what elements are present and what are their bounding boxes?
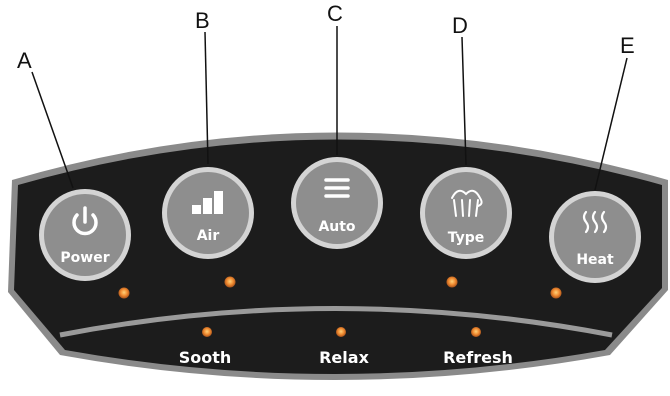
menu-lines-icon xyxy=(324,178,350,198)
auto-button-label: Auto xyxy=(318,219,355,235)
power-icon xyxy=(72,206,98,236)
callout-b: B xyxy=(195,8,210,33)
heat-button-label: Heat xyxy=(576,252,614,268)
tree-canopy-icon xyxy=(451,189,483,217)
heat-indicator-led xyxy=(550,287,562,299)
callout-d: D xyxy=(452,13,468,38)
auto-button[interactable]: Auto xyxy=(291,157,383,249)
relax-indicator-led xyxy=(336,327,346,337)
callout-line-e xyxy=(594,57,628,191)
air-indicator-led xyxy=(224,276,236,288)
refresh-indicator-led xyxy=(471,327,481,337)
heat-waves-icon xyxy=(582,210,608,234)
mode-refresh[interactable]: Refresh xyxy=(443,348,513,367)
mode-strip-divider xyxy=(59,306,613,338)
air-button[interactable]: Air xyxy=(162,167,254,259)
callout-c: C xyxy=(327,1,343,26)
mode-sooth[interactable]: Sooth xyxy=(179,348,232,367)
heat-button[interactable]: Heat xyxy=(549,191,641,283)
callout-line-d xyxy=(461,36,467,166)
callout-line-b xyxy=(204,31,209,165)
mode-relax[interactable]: Relax xyxy=(319,348,369,367)
type-button[interactable]: Type xyxy=(420,167,512,259)
callout-line-a xyxy=(31,71,74,189)
type-indicator-led xyxy=(446,276,458,288)
callout-a: A xyxy=(17,48,32,73)
fan-speed-bars-icon xyxy=(192,191,223,214)
power-indicator-led xyxy=(118,287,130,299)
sooth-indicator-led xyxy=(202,327,212,337)
power-button-label: Power xyxy=(60,250,109,266)
callout-e: E xyxy=(620,33,635,58)
type-button-label: Type xyxy=(448,230,485,246)
air-button-label: Air xyxy=(197,228,220,244)
power-button[interactable]: Power xyxy=(39,189,131,281)
